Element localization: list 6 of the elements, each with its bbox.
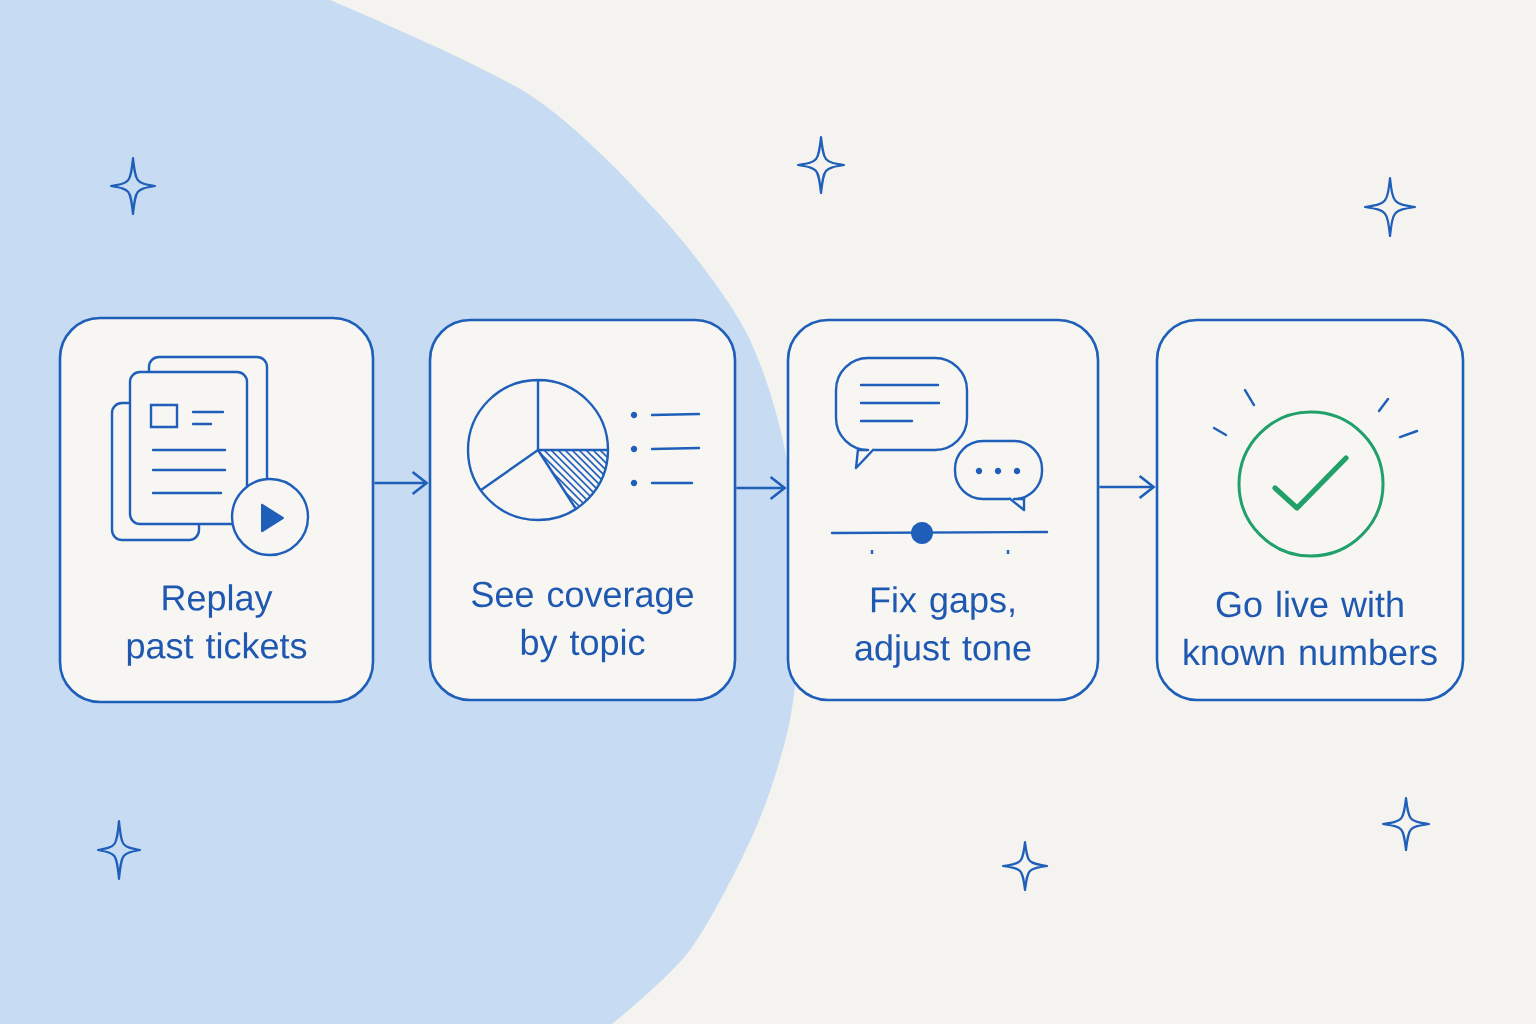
process-box: See coverage by topic: [428, 318, 737, 702]
process-box: Fix gaps, adjust tone: [786, 318, 1100, 702]
arrow: [374, 471, 429, 496]
process-box: Go live with known numbers: [1155, 318, 1465, 702]
arrow: [736, 476, 787, 501]
arrow: [1099, 475, 1156, 500]
